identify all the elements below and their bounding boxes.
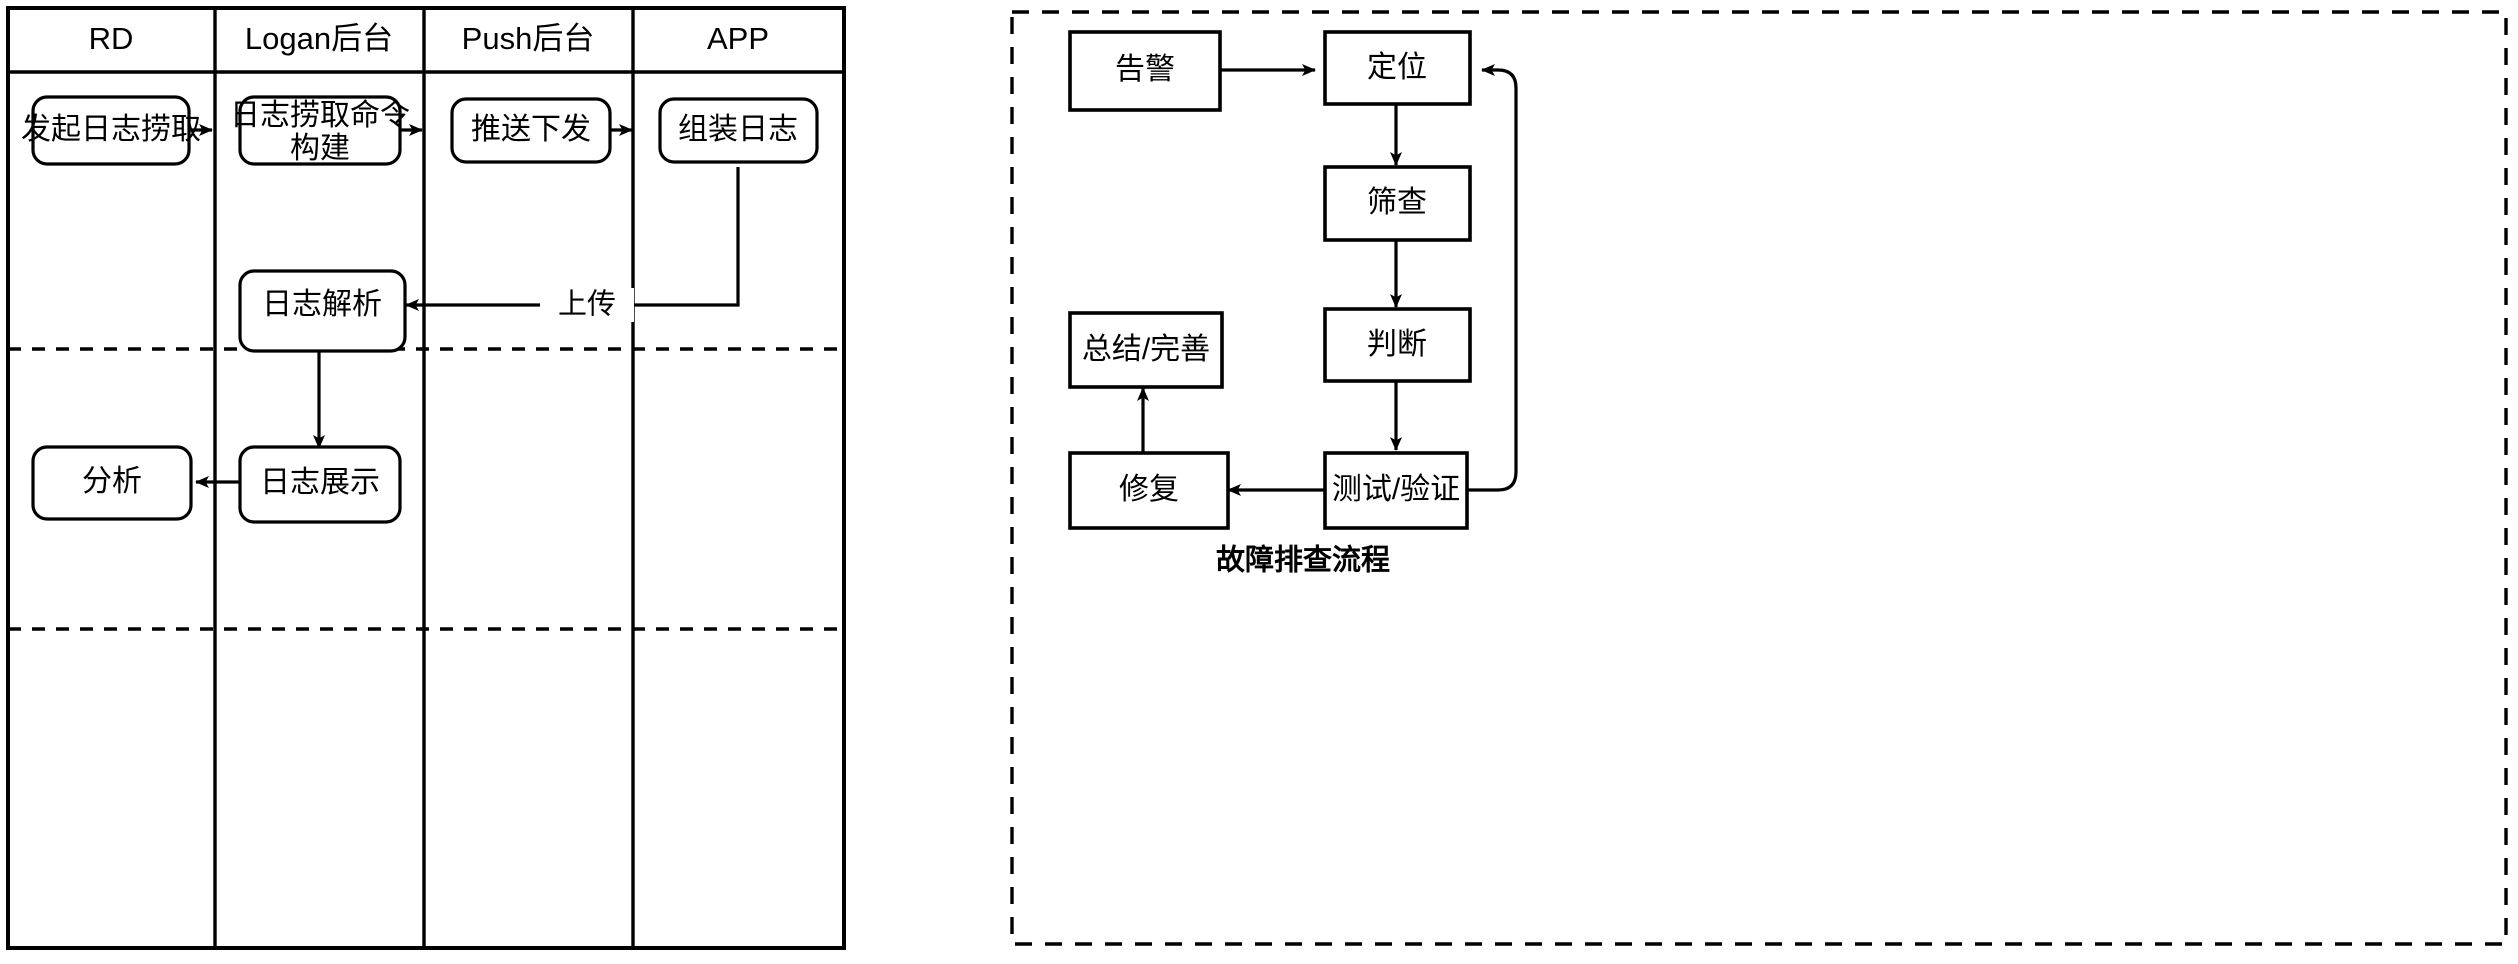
node-shape	[1068, 311, 1224, 389]
lane-header-logan: Logan后台	[245, 21, 393, 56]
node-initiate-log-fetch[interactable]: 发起日志捞取	[21, 95, 201, 166]
lane-header-app: APP	[707, 21, 769, 56]
node-label: 分析	[82, 465, 142, 498]
node-shape	[31, 445, 193, 521]
node-label-line1: 日志捞取命令	[230, 99, 410, 132]
troubleshoot-caption: 故障排查流程	[1216, 544, 1390, 577]
node-label: 定位	[1367, 51, 1427, 84]
node-screen[interactable]: 筛查	[1323, 165, 1472, 242]
node-shape	[1323, 30, 1472, 106]
node-shape	[1323, 165, 1472, 242]
node-log-parse[interactable]: 日志解析	[238, 269, 407, 353]
node-label-line2: 构建	[290, 132, 350, 165]
node-label: 发起日志捞取	[21, 113, 201, 146]
swimlane-diagram: RD Logan后台 Push后台 APP 上传 发起日志捞取 日志捞取命令 构…	[6, 6, 846, 950]
edge-n4-n5	[405, 167, 740, 311]
node-label: 推送下发	[471, 113, 591, 146]
node-shape	[238, 445, 402, 524]
node-test-verify[interactable]: 测试/验证	[1323, 451, 1469, 530]
node-assemble-log[interactable]: 组装日志	[658, 97, 819, 164]
node-push-dispatch[interactable]: 推送下发	[450, 97, 612, 164]
edge-label-upload: 上传	[558, 288, 616, 321]
swimlane-frame	[6, 6, 846, 950]
node-shape	[238, 269, 407, 353]
node-label: 组装日志	[678, 113, 798, 146]
troubleshoot-dashed-container	[1010, 10, 2508, 946]
node-log-display[interactable]: 日志展示	[238, 445, 402, 524]
node-label: 总结/完善	[1082, 333, 1210, 366]
node-label: 日志展示	[260, 466, 380, 499]
node-shape	[1068, 30, 1222, 112]
troubleshooting-diagram: 告警 定位 筛查 判断 测试/验证 修复 总结/完善 故障排查流程	[1010, 10, 2508, 946]
edge-r5-r2-feedback	[1466, 64, 1518, 492]
node-label: 日志解析	[262, 288, 382, 321]
node-label: 测试/验证	[1332, 473, 1460, 506]
node-summarize-improve[interactable]: 总结/完善	[1068, 311, 1224, 389]
lane-header-rd: RD	[89, 21, 134, 56]
lane-header-push: Push后台	[462, 21, 595, 56]
node-shape	[658, 97, 819, 164]
node-shape	[450, 97, 612, 164]
node-label: 告警	[1115, 53, 1175, 86]
node-locate[interactable]: 定位	[1323, 30, 1472, 106]
node-build-fetch-command[interactable]: 日志捞取命令 构建	[230, 95, 410, 166]
node-shape	[238, 95, 402, 166]
node-shape	[1323, 451, 1469, 530]
node-label: 筛查	[1367, 186, 1427, 219]
node-judge[interactable]: 判断	[1323, 307, 1472, 383]
node-analysis[interactable]: 分析	[31, 445, 193, 521]
node-shape	[1068, 451, 1230, 530]
node-alert[interactable]: 告警	[1068, 30, 1222, 112]
node-shape	[1323, 307, 1472, 383]
node-fix[interactable]: 修复	[1068, 451, 1230, 530]
edge-label-backdrop	[540, 288, 634, 322]
node-shape	[31, 95, 191, 166]
node-label: 判断	[1367, 328, 1427, 361]
node-label: 修复	[1119, 473, 1179, 506]
